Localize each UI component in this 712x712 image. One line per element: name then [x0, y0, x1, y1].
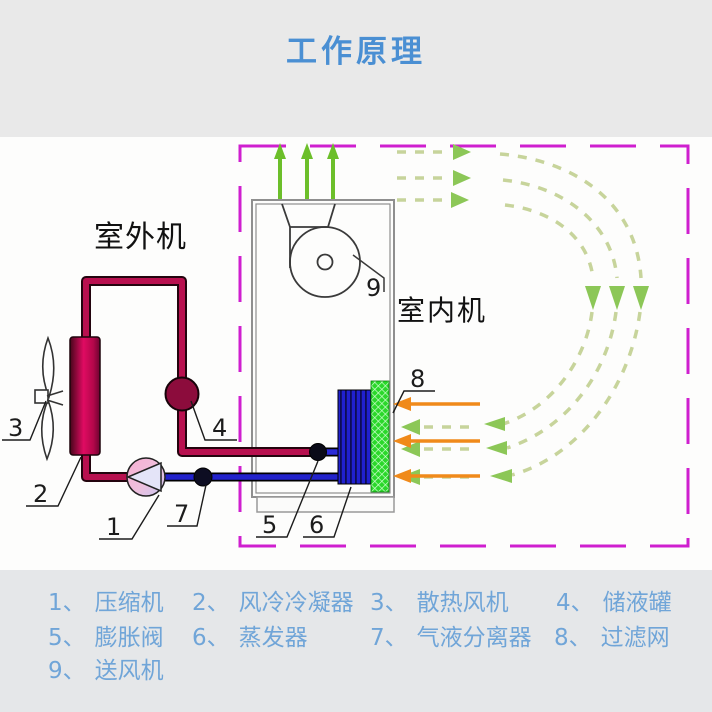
legend-name: 蒸发器 [238, 625, 308, 651]
evaporator [337, 389, 372, 485]
condenser [69, 336, 101, 456]
legend-item-9: 9、送风机 [48, 651, 164, 685]
blower-fan [281, 203, 385, 298]
legend-panel: 1、压缩机 2、风冷冷凝器 3、散热风机 4、储液罐 5、膨胀阀 6、蒸发器 7… [0, 570, 712, 712]
legend-num: 4、 [556, 590, 594, 616]
legend-name: 气液分离器 [416, 625, 532, 651]
legend-num: 8、 [554, 625, 592, 651]
airflow-arrowheads [399, 144, 649, 485]
legend-item-6: 6、蒸发器 [192, 618, 308, 652]
refrigerant-pipe-hot [81, 276, 316, 482]
callout-8: 8 [410, 365, 425, 393]
legend-item-7: 7、气液分离器 [370, 618, 532, 652]
filter-mesh [370, 380, 390, 493]
legend-name: 过滤网 [600, 625, 670, 651]
legend-num: 2、 [192, 590, 230, 616]
airflow-up-arrows [274, 143, 339, 199]
legend-name: 膨胀阀 [94, 625, 164, 651]
legend-item-5: 5、膨胀阀 [48, 618, 164, 652]
room-boundary-dashed-border [238, 144, 690, 548]
callout-4: 4 [212, 414, 227, 442]
callout-6: 6 [309, 511, 324, 539]
legend-name: 压缩机 [94, 590, 164, 616]
legend-num: 7、 [370, 625, 408, 651]
legend-item-2: 2、风冷冷凝器 [192, 583, 354, 617]
gas-liquid-separator [193, 467, 213, 487]
legend-name: 储液罐 [602, 590, 672, 616]
callout-5: 5 [262, 511, 277, 539]
legend-num: 5、 [48, 625, 86, 651]
legend-num: 3、 [370, 590, 408, 616]
outdoor-fan [34, 335, 64, 462]
callout-9: 9 [366, 274, 381, 302]
callout-7: 7 [174, 500, 189, 528]
page-title: 工作原理 [286, 34, 426, 70]
legend-num: 6、 [192, 625, 230, 651]
storage-tank [164, 376, 200, 412]
callout-3: 3 [8, 414, 23, 442]
legend-item-1: 1、压缩机 [48, 583, 164, 617]
outdoor-unit-label: 室外机 [94, 220, 187, 255]
callout-leader-lines [2, 390, 435, 540]
intake-orange-arrows [393, 397, 480, 483]
compressor [126, 457, 166, 497]
callout-2: 2 [33, 480, 48, 508]
legend-name: 散热风机 [416, 590, 509, 616]
legend-item-4: 4、储液罐 [556, 583, 672, 617]
legend-item-8: 8、过滤网 [554, 618, 670, 652]
legend-name: 风冷冷凝器 [238, 590, 354, 616]
legend-name: 送风机 [94, 658, 164, 684]
legend-num: 1、 [48, 590, 86, 616]
legend-num: 9、 [48, 658, 86, 684]
indoor-unit-label: 室内机 [397, 294, 487, 327]
callout-1: 1 [106, 513, 121, 541]
legend-item-3: 3、散热风机 [370, 583, 509, 617]
header-band [0, 0, 712, 137]
expansion-valve [309, 443, 327, 461]
